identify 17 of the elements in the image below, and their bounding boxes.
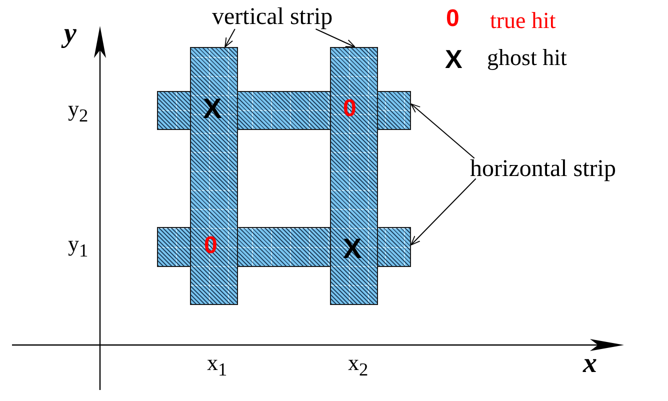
vertical-strip xyxy=(190,47,238,305)
leader-arrow xyxy=(315,28,356,48)
tick-label: y$_{1}$ xyxy=(68,233,88,260)
leader-arrow xyxy=(410,103,475,159)
tick-label: x$_{2}$ xyxy=(348,352,368,379)
leader-arrow xyxy=(410,178,476,246)
tick-label: y$_{2}$ xyxy=(68,98,88,125)
true-hit-symbol: 0 xyxy=(446,7,460,31)
vertical-strip xyxy=(330,47,378,305)
ghost-hit-symbol: X xyxy=(445,46,462,72)
strip-label: vertical strip xyxy=(212,5,333,29)
axis-label: x xyxy=(583,350,597,378)
legend-label: true hit xyxy=(490,9,556,32)
tick-label: x$_{1}$ xyxy=(207,352,228,379)
legend-label: ghost hit xyxy=(487,46,567,69)
strip-label: horizontal strip xyxy=(470,157,616,181)
leader-arrow xyxy=(224,28,236,48)
